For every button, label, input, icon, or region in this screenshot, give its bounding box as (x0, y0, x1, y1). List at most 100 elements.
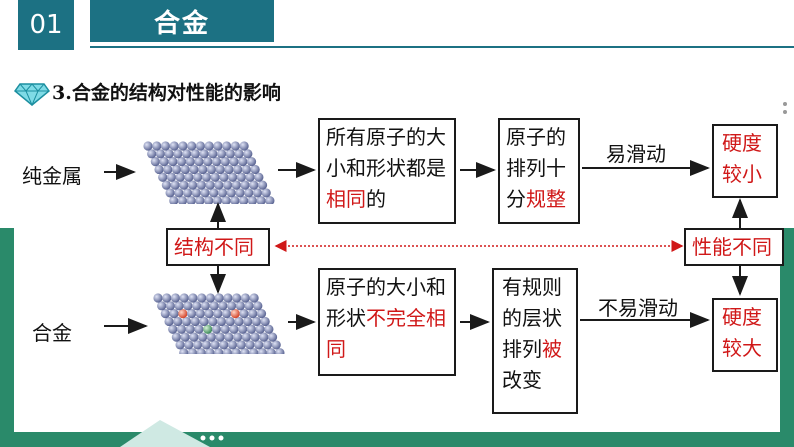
pure-metal-hardness-box: 硬度较小 (712, 124, 778, 198)
atom (224, 164, 234, 175)
atom (267, 332, 278, 342)
atom (181, 316, 192, 327)
atom (159, 157, 169, 167)
atom (215, 332, 225, 342)
atom (209, 188, 219, 198)
atom (240, 180, 250, 190)
atom (271, 340, 281, 350)
atom (196, 180, 206, 190)
atom (195, 196, 205, 204)
atom (209, 301, 219, 311)
atom (175, 340, 185, 350)
atom (187, 348, 198, 354)
atom (249, 293, 259, 303)
alloy-slide-label: 不易滑动 (598, 296, 678, 320)
atom (199, 149, 209, 159)
atom (190, 316, 200, 327)
atom (205, 293, 216, 303)
atom (211, 157, 222, 167)
atom (256, 196, 266, 204)
atom (189, 164, 199, 175)
alloy-atom-highlight: 不完全相同 (326, 306, 446, 361)
atom (164, 316, 174, 327)
atom (275, 348, 285, 354)
atom (236, 340, 246, 350)
atom (230, 309, 240, 319)
atom (249, 348, 259, 354)
atom (162, 293, 172, 303)
atom (246, 157, 257, 167)
atom (238, 157, 248, 167)
atom (158, 172, 168, 182)
atom (179, 293, 189, 303)
atom (205, 348, 215, 354)
atom (198, 332, 208, 342)
atom (261, 188, 271, 198)
atom (216, 316, 227, 327)
atom (170, 180, 180, 190)
atom (169, 196, 179, 204)
pure-metal-arrangement-box: 原子的排列十分规整 (498, 118, 580, 224)
atom (186, 196, 196, 204)
property-diff-text: 性能不同 (692, 235, 772, 259)
atom (232, 293, 242, 303)
alloy-atom-text: 原子的大小和形状 (326, 275, 446, 330)
atom (177, 196, 188, 204)
slide-title-bar: 合金 (90, 0, 274, 42)
atom (257, 180, 268, 190)
atom (203, 324, 213, 334)
atom (240, 293, 250, 303)
atom (241, 164, 252, 175)
pure-metal-atom-text-end: 的 (366, 187, 386, 211)
atom (147, 149, 157, 159)
atom (193, 172, 203, 182)
atom (163, 164, 173, 175)
atom (176, 157, 187, 167)
atom (248, 309, 258, 319)
atom (230, 196, 240, 204)
atom (214, 180, 224, 190)
atom (187, 141, 197, 151)
atom (254, 340, 264, 350)
atom (196, 348, 206, 354)
atom (247, 196, 258, 204)
atom (199, 316, 209, 327)
atom (168, 324, 178, 334)
atom (175, 172, 185, 182)
pure-metal-arrangement-highlight: 规整 (526, 187, 566, 211)
atom (241, 332, 251, 342)
atom (218, 301, 228, 311)
atom (160, 309, 170, 319)
atom (257, 348, 268, 354)
atom (234, 149, 244, 159)
atom (180, 164, 190, 175)
alloy-arrangement-text: 有规则的层状排列 (502, 275, 562, 361)
atom (256, 309, 267, 319)
atom (219, 340, 229, 350)
atom (251, 316, 262, 327)
atom (236, 172, 246, 182)
property-diff-box: 性能不同 (684, 228, 784, 266)
atom (255, 324, 265, 334)
atom (200, 301, 210, 311)
atom (201, 340, 211, 350)
structure-diff-box: 结构不同 (166, 228, 270, 266)
atom (217, 149, 227, 159)
atom (226, 188, 236, 198)
atom (154, 164, 164, 175)
atom (176, 324, 187, 334)
atom (214, 348, 224, 354)
atom (195, 309, 205, 319)
atom (224, 332, 234, 342)
atom (244, 301, 254, 311)
atom (174, 301, 184, 311)
atom (152, 141, 162, 151)
atom (189, 332, 199, 342)
section-number: 01 (29, 10, 63, 40)
atom (183, 301, 193, 311)
atom (210, 340, 220, 350)
atom (262, 340, 273, 350)
atom (243, 149, 253, 159)
atom (225, 149, 235, 159)
